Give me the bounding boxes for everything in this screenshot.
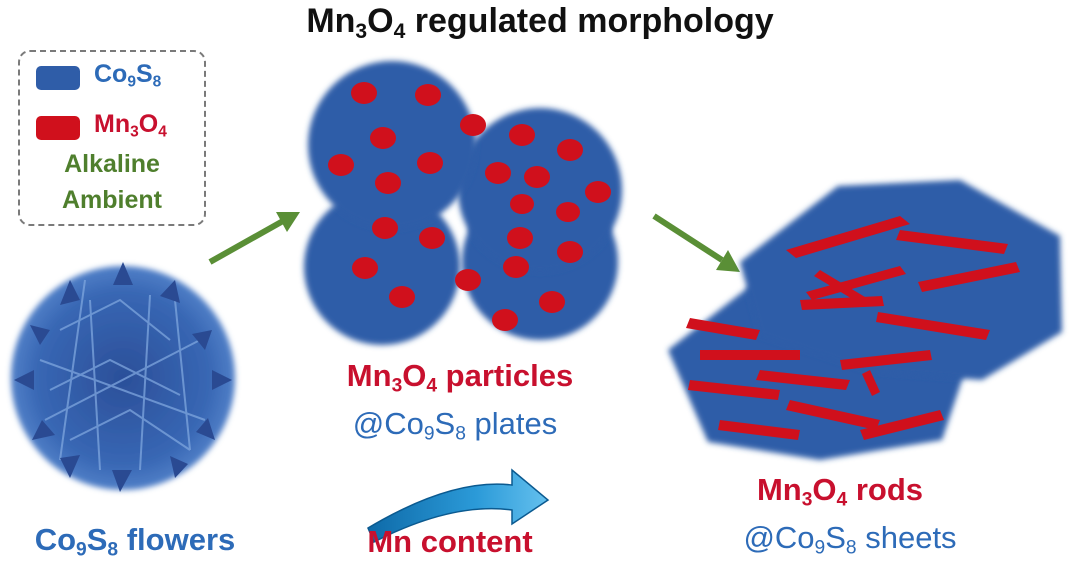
rods-label-line2: @Co9S8 sheets [743, 520, 957, 559]
mn-content-label: Mn content [367, 524, 533, 559]
green-arrow-1 [208, 212, 300, 265]
particles-label-line1: Mn3O4 particles [346, 358, 574, 397]
legend-swatch-co9s8 [36, 66, 80, 90]
green-arrow-2 [652, 213, 740, 272]
co9s8-sheets-image [668, 180, 1062, 460]
co9s8-flower-image [11, 262, 235, 492]
flowers-label: Co9S8 flowers [34, 522, 236, 561]
rods-label-line1: Mn3O4 rods [756, 472, 924, 511]
legend-box [18, 50, 206, 226]
legend-label-mn3o4: Mn3O4 [94, 110, 167, 141]
co9s8-plates-image [304, 61, 622, 345]
legend-swatch-mn3o4 [36, 116, 80, 140]
mn-content-arrow [367, 468, 550, 544]
diagram-title: Mn3O4 regulated morphology [306, 2, 774, 43]
legend-ambient: Ambient [62, 186, 162, 214]
particles-label-line2: @Co9S8 plates [352, 406, 558, 445]
legend-label-co9s8: Co9S8 [94, 60, 162, 91]
legend-alkaline: Alkaline [64, 150, 160, 178]
